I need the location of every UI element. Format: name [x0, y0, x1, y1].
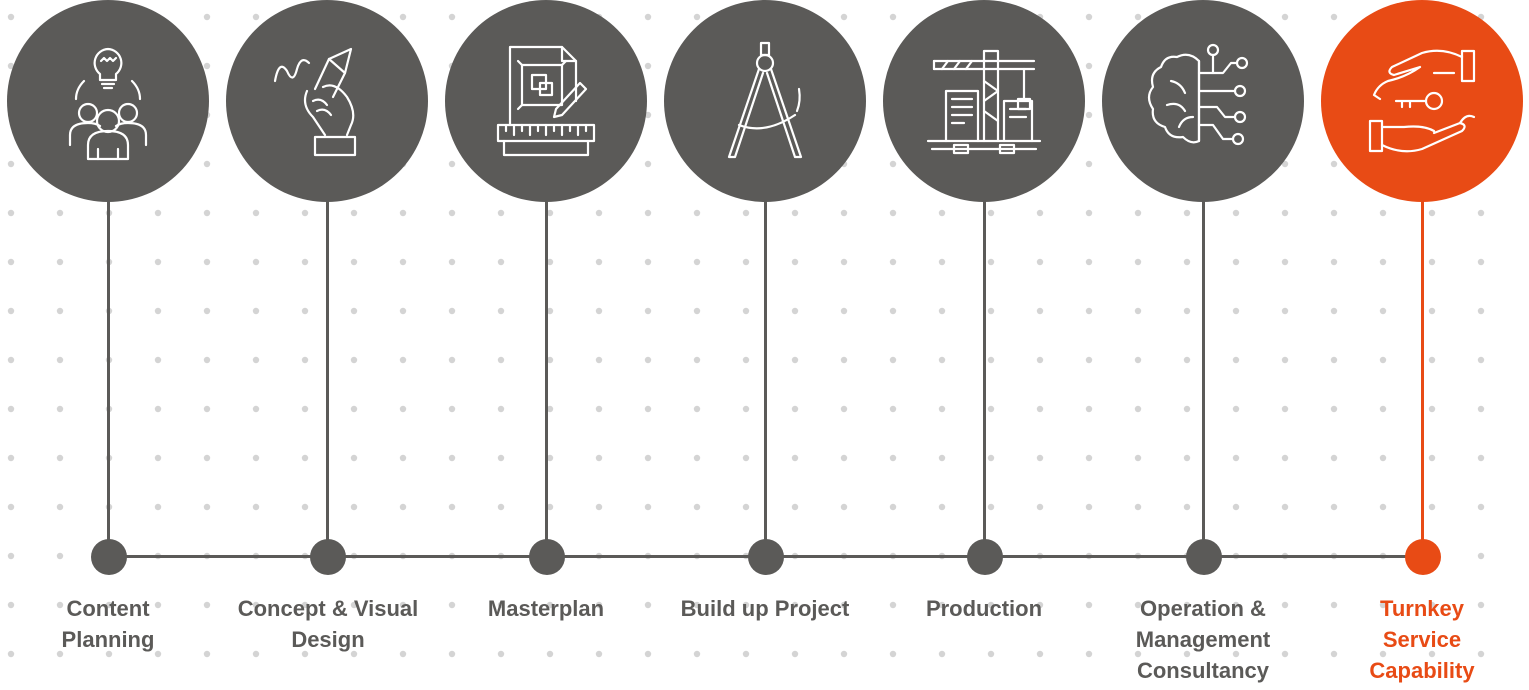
step-3-circle: [445, 0, 647, 202]
step-5-circle: [883, 0, 1085, 202]
step-4-circle: [664, 0, 866, 202]
step-7-stem: [1421, 196, 1424, 557]
hands-key-icon: [1368, 49, 1476, 153]
step-3-stem: [545, 196, 548, 557]
construction-crane-icon: [926, 49, 1042, 155]
label-line: Planning: [61, 627, 155, 652]
label-line: Capability: [1369, 658, 1475, 683]
step-1-node: [91, 539, 127, 575]
step-5-label: Production: [874, 593, 1094, 624]
label-line: Production: [925, 596, 1043, 621]
step-7-circle: [1321, 0, 1523, 202]
step-5-stem: [983, 196, 986, 557]
step-7-label: Turnkey Service Capability: [1312, 593, 1529, 686]
step-2-stem: [326, 196, 329, 557]
step-3-node: [529, 539, 565, 575]
label-line: Service: [1382, 627, 1462, 652]
step-2-node: [310, 539, 346, 575]
label-line: Concept & Visual: [237, 596, 419, 621]
step-4-node: [748, 539, 784, 575]
step-1-label: Content Planning: [0, 593, 218, 655]
step-2-label: Concept & Visual Design: [218, 593, 438, 655]
label-line: Content: [66, 596, 150, 621]
step-1-circle: [7, 0, 209, 202]
hand-pen-icon: [273, 47, 357, 157]
label-line: Turnkey: [1380, 596, 1464, 621]
label-line: Consultancy: [1136, 658, 1270, 683]
step-6-label: Operation & Management Consultancy: [1093, 593, 1313, 686]
step-3-label: Masterplan: [436, 593, 656, 624]
step-7-node: [1405, 539, 1441, 575]
step-5-node: [967, 539, 1003, 575]
blueprint-ruler-icon: [496, 45, 596, 157]
label-line: Build up Project: [680, 596, 850, 621]
drafting-compass-icon: [727, 41, 803, 159]
step-6-stem: [1202, 196, 1205, 557]
label-line: Management: [1135, 627, 1271, 652]
step-2-circle: [226, 0, 428, 202]
step-6-node: [1186, 539, 1222, 575]
team-lightbulb-icon: [68, 47, 148, 161]
step-4-stem: [764, 196, 767, 557]
label-line: Masterplan: [487, 596, 605, 621]
step-4-label: Build up Project: [655, 593, 875, 624]
step-6-circle: [1102, 0, 1304, 202]
step-1-stem: [107, 196, 110, 557]
label-line: Operation &: [1140, 596, 1266, 621]
label-line: Design: [291, 627, 365, 652]
brain-circuit-icon: [1147, 43, 1249, 146]
